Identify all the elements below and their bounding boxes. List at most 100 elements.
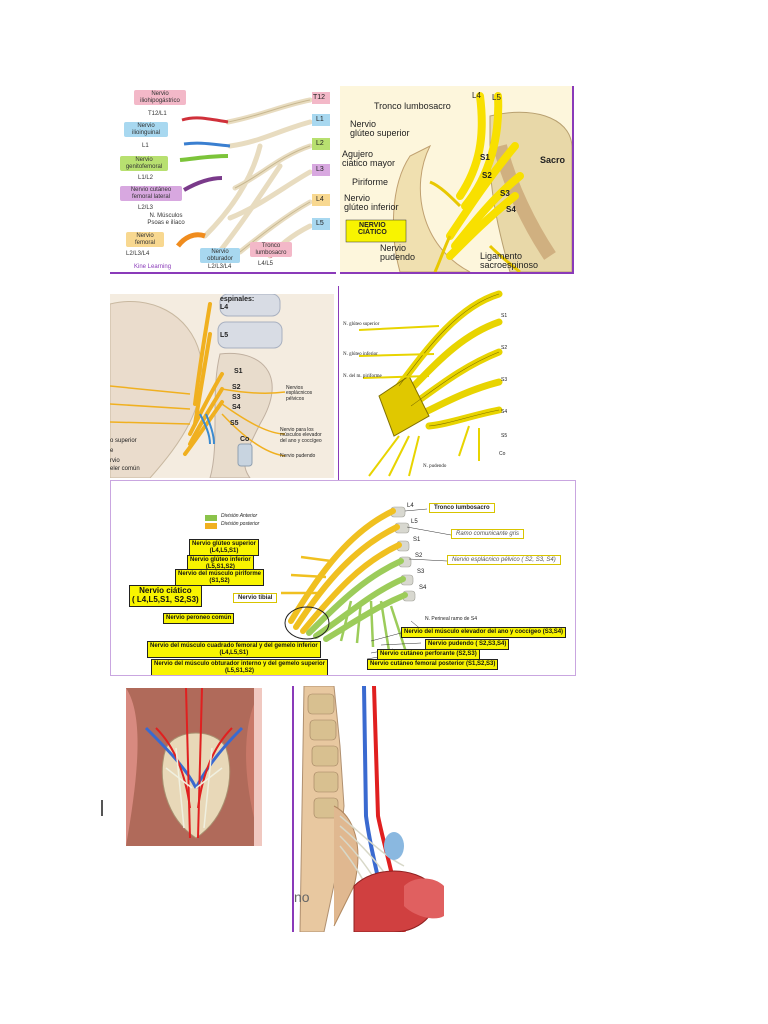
box-superior-gluteal: Nervio glúteo superior (L4,L5,S1) bbox=[189, 539, 260, 557]
box-posterior-femoral-cutaneous: Nervio cutáneo femoral posterior (S1,S2,… bbox=[367, 659, 499, 670]
label-co: Co bbox=[499, 451, 506, 457]
level-label: L1 bbox=[316, 116, 324, 123]
label-lumbosacral-trunk: Tronco lumbosacro bbox=[374, 101, 451, 111]
label-superior-gluteal: N. glúteo superior bbox=[343, 322, 380, 327]
label-pudendal: N. pudendo bbox=[423, 464, 447, 469]
level-l4: L4 bbox=[407, 503, 414, 509]
nerve-tag-iliohypogastric: Nervio iliohipogástrico bbox=[134, 90, 186, 106]
box-piriformis: Nervio del músculo piriforme (S1,S2) bbox=[175, 569, 265, 587]
box-tibial: Nervio tibial bbox=[233, 593, 278, 603]
label-piriformis: Piriforme bbox=[352, 177, 389, 187]
label-fragment: eler común bbox=[110, 466, 140, 472]
box-perforating-cutaneous: Nervio cutáneo perforante (S2,S3) bbox=[377, 649, 480, 660]
level-label: L3 bbox=[316, 166, 324, 173]
label-spinal: espinales: bbox=[220, 296, 255, 303]
sacral-plexus-illustration: Tronco lumbosacro L4 L5 Nervio glúteo su… bbox=[340, 86, 574, 274]
nerve-tag-psoas-iliacus: N. Músculos Psoas e ilíaco bbox=[138, 212, 194, 228]
dissection-drawing-sagittal bbox=[299, 686, 444, 932]
legend-swatch-anterior bbox=[205, 515, 217, 521]
label-fragment: rvio bbox=[110, 458, 120, 464]
labelled-schematic-drawing bbox=[205, 506, 452, 660]
label-s1: S1 bbox=[234, 368, 243, 375]
label-pudendal: Nervio pudendo bbox=[280, 453, 316, 459]
legend-anterior: División Anterior bbox=[221, 513, 258, 519]
label-pudendal-nerve: Nervio pudendo bbox=[380, 243, 416, 263]
sacral-plexus-labelled-schematic: División Anterior División posterior L4 … bbox=[110, 480, 576, 676]
nerve-tag-genitofemoral: Nervio genitofemoral bbox=[120, 156, 168, 172]
label-fragment: e bbox=[110, 448, 114, 454]
nerve-tag-lumbosacral-trunk: Tronco lumbosacro bbox=[250, 242, 292, 258]
nerve-tag-root: L1/L2 bbox=[136, 174, 156, 183]
label-pelvic-splanchnic: Nervios esplácnicos pélvicos bbox=[286, 385, 313, 402]
stray-mark bbox=[101, 800, 103, 816]
label-piriformis-nerve: N. del m. piriforme bbox=[343, 374, 382, 379]
source-footer: Kine Learning bbox=[134, 264, 172, 270]
label-co: Co bbox=[240, 436, 250, 443]
box-sciatic: Nervio ciático ( L4,L5,S1, S2,S3) bbox=[129, 585, 202, 607]
sacral-plexus-schematic: N. glúteo superior N. glúteo inferior N.… bbox=[338, 286, 515, 480]
level-label: L5 bbox=[316, 220, 324, 227]
label-sacrospinous-ligament: Ligamento sacroespinoso bbox=[480, 251, 539, 271]
label-inferior-gluteal-nerve: Nervio glúteo inferior bbox=[344, 193, 399, 213]
nerve-tag-femoral: Nervio femoral bbox=[126, 232, 164, 248]
legend-swatch-posterior bbox=[205, 523, 217, 529]
dissection-image-posterior bbox=[126, 688, 262, 846]
label-l5: L5 bbox=[220, 332, 229, 339]
box-common-peroneal: Nervio peroneo común bbox=[163, 613, 235, 624]
level-label: T12 bbox=[313, 94, 326, 101]
highlight-sciatic-nerve: NERVIO CIÁTICO bbox=[358, 222, 387, 237]
nerve-tag-root: L2/L3/L4 bbox=[124, 250, 152, 259]
label-l5: L5 bbox=[492, 93, 501, 102]
box-quadratus-femoris: Nervio del músculo cuadrado femoral y de… bbox=[147, 641, 321, 659]
level-label: L4 bbox=[316, 196, 324, 203]
level-label: L2 bbox=[316, 140, 324, 147]
label-s4: S4 bbox=[506, 205, 516, 214]
nerve-tag-root: L1 bbox=[140, 142, 151, 151]
label-perineal-branch: N. Perineal ramo de S4 bbox=[425, 616, 477, 622]
label-s2: S2 bbox=[482, 171, 492, 180]
nerve-tag-root: T12/L1 bbox=[146, 110, 169, 119]
label-superior-gluteal-nerve: Nervio glúteo superior bbox=[350, 119, 410, 139]
box-inferior-gluteal: Nervio glúteo inferior (L5,S1,S2) bbox=[187, 555, 254, 573]
level-s1: S1 bbox=[413, 537, 421, 543]
label-fragment: o superior bbox=[110, 438, 137, 444]
label-l4: L4 bbox=[220, 304, 229, 311]
label-s2: S2 bbox=[232, 384, 241, 391]
box-lumbosacral-trunk: Tronco lumbosacro bbox=[429, 503, 495, 513]
label-l4: L4 bbox=[472, 91, 481, 100]
label-inferior-gluteal: N. glúteo inferior bbox=[343, 352, 378, 357]
label-s1: S1 bbox=[480, 153, 490, 162]
label-s4: S4 bbox=[232, 404, 241, 411]
label-s5: S5 bbox=[230, 420, 239, 427]
box-levator-ani: Nervio del músculo elevador del ano y co… bbox=[401, 627, 567, 638]
label-s3: S3 bbox=[500, 189, 510, 198]
label-s3: S3 bbox=[501, 377, 508, 383]
level-s3: S3 bbox=[417, 569, 425, 575]
sacral-plexus-drawing bbox=[345, 92, 572, 272]
level-markers bbox=[312, 92, 330, 230]
dissection-drawing-posterior bbox=[126, 688, 262, 846]
nerve-tag-root: L2/L3/L4 bbox=[206, 263, 234, 272]
label-s1: S1 bbox=[501, 313, 508, 319]
nerve-tag-obturator: Nervio obturador bbox=[200, 248, 240, 264]
lumbar-plexus-drawing bbox=[176, 92, 330, 265]
legend-posterior: División posterior bbox=[221, 521, 260, 527]
box-pudendal: Nervio pudendo ( S2,S3,S4) bbox=[425, 639, 510, 650]
label-fragment: no bbox=[294, 889, 310, 905]
level-s4: S4 bbox=[419, 585, 427, 591]
box-pelvic-splanchnic: Nervio esplácnico pélvico ( S2, S3, S4) bbox=[447, 555, 561, 565]
box-grey-ramus: Ramo comunicante gris bbox=[451, 529, 525, 539]
label-greater-sciatic-foramen: Agujero ciático mayor bbox=[342, 149, 396, 169]
level-s2: S2 bbox=[415, 553, 423, 559]
label-s2: S2 bbox=[501, 345, 508, 351]
label-sacrum: Sacro bbox=[540, 155, 566, 165]
pelvic-nerves-illustration: espinales: L4 L5 S1 S2 S3 S4 S5 Co Nervi… bbox=[110, 294, 334, 478]
nerve-tag-lateral-femoral-cutaneous: Nervio cutáneo femoral lateral bbox=[120, 186, 182, 202]
sacral-plexus-schematic-drawing bbox=[358, 290, 503, 477]
box-obturator-internus: Nervio del músculo obturador interno y d… bbox=[151, 659, 329, 675]
pelvic-nerves-drawing bbox=[110, 294, 286, 478]
label-levator-ani-nerve: Nervio para los músculos elevador del an… bbox=[280, 427, 322, 444]
lumbar-plexus-figure: T12 L1 L2 L3 L4 L5 Nervio iliohipogástri… bbox=[110, 86, 336, 274]
dissection-image-sagittal: no bbox=[292, 686, 446, 932]
label-s5: S5 bbox=[501, 433, 508, 439]
